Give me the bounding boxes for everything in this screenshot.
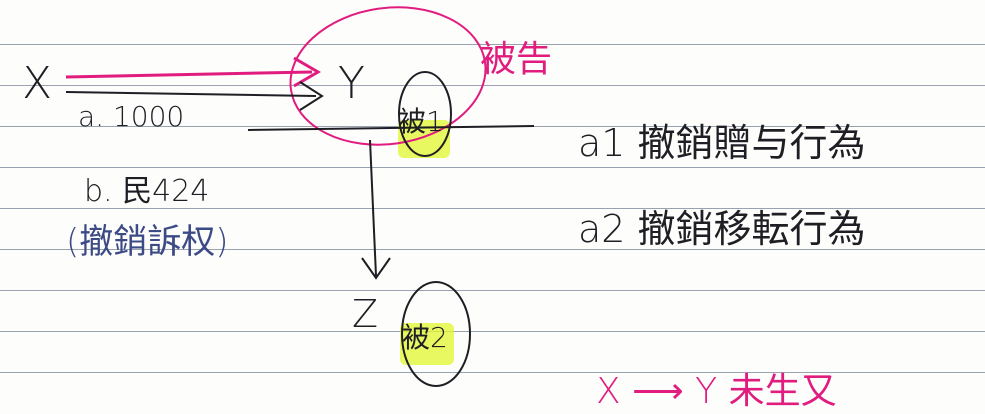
pink-arrow-line [65, 70, 313, 79]
y-tag: 被1 [398, 105, 444, 138]
ruled-notebook-page [0, 0, 985, 393]
pink-arrow-head [293, 56, 321, 88]
note-b-paren: (撤銷訴权) [66, 222, 229, 262]
dark-arrow-line [65, 91, 317, 97]
party-y: Y [338, 58, 365, 109]
divider-line [247, 125, 535, 131]
y-tag-circle [398, 71, 452, 157]
bottom-note: X ⟶ Y 未生又 [596, 371, 837, 412]
highlight-z-tag [400, 323, 454, 365]
defendant-label: 被告 [480, 39, 553, 80]
y-to-z-arrow-line [369, 139, 377, 277]
party-z: Z [352, 292, 379, 336]
party-x: X [22, 58, 53, 109]
note-a1: a1 撤銷贈与行為 [578, 121, 866, 165]
z-tag: 被2 [402, 321, 448, 354]
note-a2: a2 撤銷移転行為 [578, 207, 866, 251]
diagram-strokes [65, 6, 535, 387]
defendant-circle [289, 6, 487, 146]
y-to-z-arrow-head [361, 257, 391, 280]
note-b: b. 民424 [84, 174, 210, 209]
dark-arrow-head [299, 81, 324, 111]
note-a: a. 1000 [78, 100, 185, 133]
z-tag-circle [401, 281, 471, 387]
